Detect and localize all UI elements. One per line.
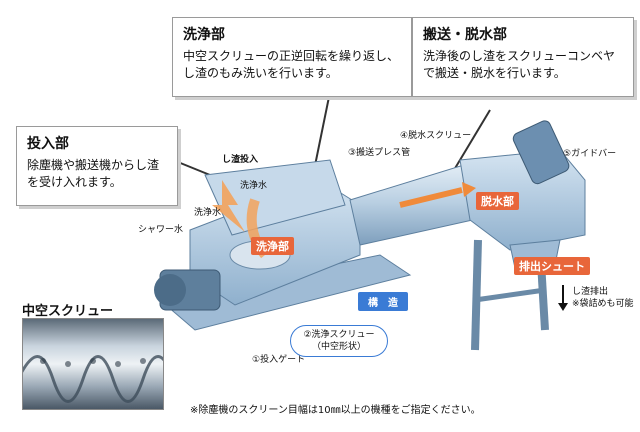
convey-arrow-head: [462, 182, 476, 197]
input-callout-title: 投入部: [27, 136, 69, 152]
hopper: [204, 159, 346, 236]
shisa-discharge-label: し渣排出: [572, 287, 609, 297]
guide-bar: [512, 120, 570, 185]
input-callout-body: 除塵機や搬送機からし渣を受け入れます。: [27, 158, 160, 189]
input-gate-label: ①投入ゲート: [252, 355, 306, 365]
wash-screw-pill: ②洗浄スクリュー （中空形状）: [290, 325, 388, 357]
wash-callout-title: 洗浄部: [183, 27, 225, 43]
wash-section-tag: 洗浄部: [251, 237, 294, 255]
shisa-input-label: し渣投入: [222, 155, 259, 165]
wash-screw-pill-line1: ②洗浄スクリュー: [303, 330, 375, 340]
shower-water-label: シャワー水: [138, 225, 184, 235]
leg-1: [471, 239, 482, 351]
hollow-screw-title: 中空スクリュー: [22, 304, 114, 319]
motor-end: [154, 274, 186, 306]
input-arrow: [212, 180, 245, 232]
convey-callout: 搬送・脱水部 洗浄後のし渣をスクリューコンベヤで搬送・脱水を行います。: [412, 17, 634, 97]
press-pipe-label: ③搬送プレス管: [348, 148, 411, 158]
dewater-screw-label: ④脱水スクリュー: [400, 131, 472, 141]
wash-callout: 洗浄部 中空スクリューの正逆回転を繰り返し、し渣のもみ洗いを行います。: [172, 17, 412, 97]
wash-screw-pill-line2: （中空形状）: [311, 342, 366, 352]
wash-callout-body: 中空スクリューの正逆回転を繰り返し、し渣のもみ洗いを行います。: [183, 49, 400, 80]
discharge-arrow-head: [558, 303, 568, 311]
bagging-label: ※袋詰めも可能: [572, 299, 634, 309]
wash-water-left-label: 洗浄水: [194, 208, 222, 218]
convey-callout-body: 洗浄後のし渣をスクリューコンベヤで搬送・脱水を行います。: [423, 49, 616, 80]
discharge-chute-tag: 排出シュート: [514, 257, 590, 275]
guide-bar-label: ⑤ガイドバー: [563, 149, 617, 159]
convey-callout-title: 搬送・脱水部: [423, 27, 507, 43]
footnote: ※除塵機のスクリーン目幅は10㎜以上の機種をご指定ください。: [190, 405, 481, 416]
leg-brace: [474, 287, 546, 303]
dewater-section-tag: 脱水部: [476, 192, 519, 210]
structure-tag: 構 造: [358, 292, 408, 311]
hollow-screw-graphic: [23, 355, 163, 403]
convey-arrow: [399, 187, 463, 208]
input-callout: 投入部 除塵機や搬送機からし渣を受け入れます。: [16, 126, 178, 206]
wash-water-top-label: 洗浄水: [240, 181, 268, 191]
hollow-screw-photo: [22, 318, 164, 410]
